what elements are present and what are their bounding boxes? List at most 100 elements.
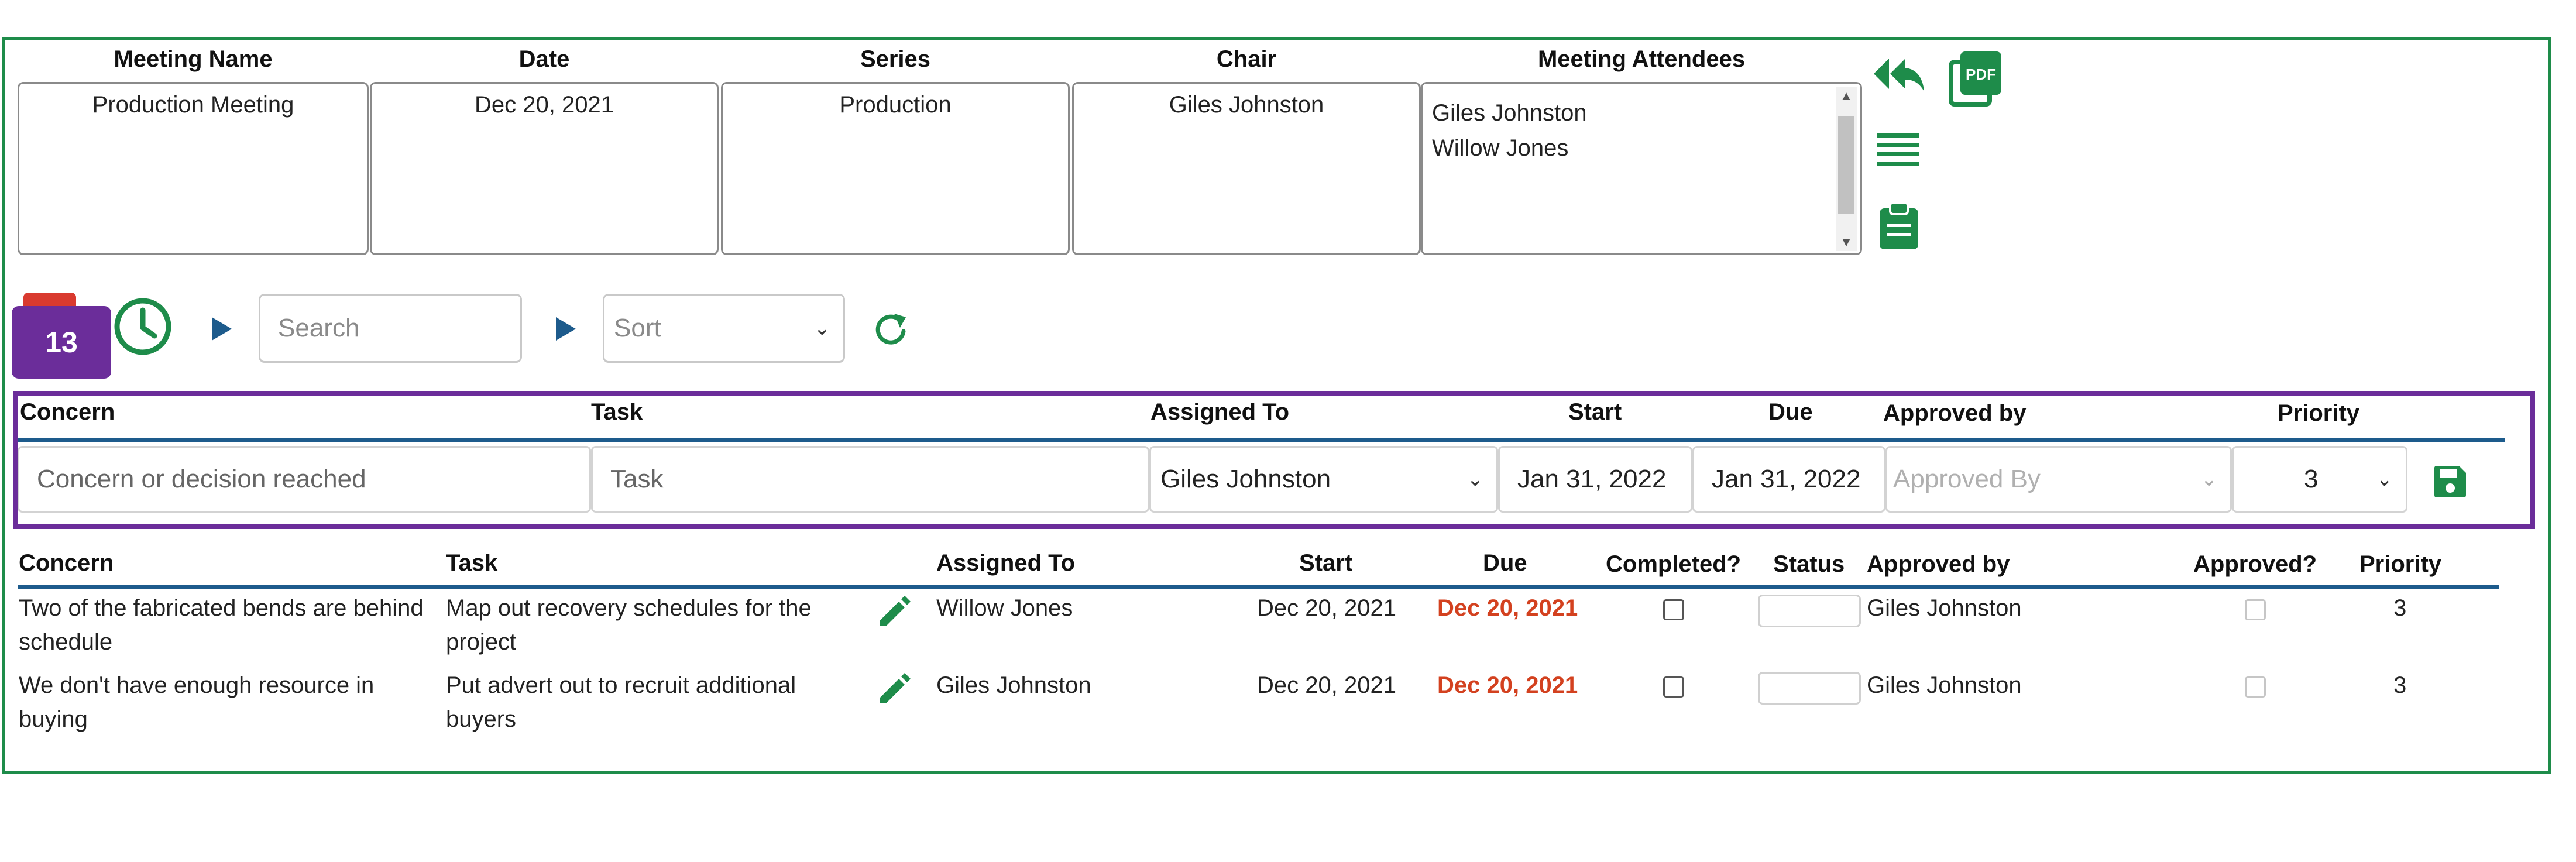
row-status-input[interactable] (1758, 595, 1861, 627)
edit-pencil-icon[interactable] (877, 595, 912, 630)
chevron-down-icon: ⌄ (813, 317, 831, 339)
approved-by-placeholder: Approved By (1893, 465, 2041, 493)
reply-all-icon[interactable] (1871, 54, 1925, 96)
row-due: Dec 20, 2021 (1437, 595, 1578, 621)
refresh-icon[interactable] (873, 311, 911, 349)
row-completed-checkbox[interactable] (1663, 676, 1684, 698)
concern-input[interactable]: Concern or decision reached (18, 446, 591, 513)
entry-header-rule (18, 438, 2505, 442)
due-date-value: Jan 31, 2022 (1712, 465, 1861, 493)
scroll-thumb[interactable] (1838, 116, 1854, 214)
date-label: Date (518, 46, 570, 72)
list-icon[interactable] (1876, 132, 1921, 167)
attendees-scrollbar[interactable]: ▲ ▼ (1836, 87, 1857, 251)
entry-concern-header: Concern (20, 399, 115, 425)
assigned-to-value: Giles Johnston (1160, 465, 1331, 493)
list-task-header: Task (446, 550, 498, 576)
row-approved-checkbox (2245, 599, 2266, 620)
list-approved-header: Approved? (2193, 551, 2317, 577)
row-assigned: Willow Jones (936, 595, 1073, 621)
sort-placeholder: Sort (614, 314, 661, 342)
clipboard-icon[interactable] (1878, 201, 1919, 250)
row-task-line: buyers (446, 706, 517, 732)
priority-select[interactable]: 3 ⌄ (2232, 446, 2407, 513)
start-date-value: Jan 31, 2022 (1517, 465, 1667, 493)
row-completed-checkbox[interactable] (1663, 599, 1684, 620)
assigned-to-select[interactable]: Giles Johnston ⌄ (1149, 446, 1498, 513)
attendee-item[interactable]: Willow Jones (1432, 135, 1569, 161)
list-priority-header: Priority (2359, 551, 2442, 577)
list-status-header: Status (1773, 551, 1845, 577)
row-start: Dec 20, 2021 (1257, 595, 1396, 621)
list-completed-header: Completed? (1606, 551, 1742, 577)
series-label: Series (860, 46, 931, 72)
edit-pencil-icon[interactable] (877, 672, 912, 707)
row-concern-line: Two of the fabricated bends are behind (19, 595, 424, 621)
row-concern-line: schedule (19, 629, 113, 655)
approved-by-select[interactable]: Approved By ⌄ (1885, 446, 2232, 513)
due-date-input[interactable]: Jan 31, 2022 (1692, 446, 1885, 513)
entry-approved-by-header: Approved by (1883, 400, 2027, 426)
new-task-form (13, 391, 2535, 529)
search-placeholder: Search (278, 314, 360, 342)
play-icon-search[interactable] (209, 316, 233, 342)
concern-placeholder: Concern or decision reached (37, 465, 366, 493)
meeting-name-field[interactable]: Production Meeting (18, 82, 369, 255)
svg-text:PDF: PDF (1966, 66, 1996, 83)
row-status-input[interactable] (1758, 672, 1861, 705)
list-assigned-header: Assigned To (936, 550, 1076, 576)
list-concern-header: Concern (19, 550, 114, 576)
clock-icon[interactable] (112, 296, 173, 357)
row-concern-line: We don't have enough resource in (19, 672, 375, 698)
pdf-icon[interactable]: PDF (1949, 50, 2003, 107)
row-approved-checkbox (2245, 676, 2266, 698)
list-start-header: Start (1299, 550, 1353, 576)
task-placeholder: Task (610, 465, 664, 493)
chair-field[interactable]: Giles Johnston (1072, 82, 1421, 255)
row-priority: 3 (2393, 595, 2407, 621)
entry-task-header: Task (591, 399, 643, 425)
meeting-panel (2, 37, 2551, 774)
attendee-item[interactable]: Giles Johnston (1432, 100, 1587, 126)
task-input[interactable]: Task (591, 446, 1149, 513)
row-concern: Two of the fabricated bends are behind s… (19, 591, 424, 659)
scroll-down-icon[interactable]: ▼ (1840, 235, 1853, 249)
row-task-line: Map out recovery schedules for the (446, 595, 812, 621)
search-input[interactable]: Search (259, 294, 522, 363)
list-header-rule (18, 585, 2499, 589)
list-due-header: Due (1483, 550, 1527, 576)
row-approved-by: Giles Johnston (1867, 595, 2022, 621)
entry-assigned-header: Assigned To (1150, 399, 1290, 425)
start-date-input[interactable]: Jan 31, 2022 (1498, 446, 1692, 513)
entry-due-header: Due (1768, 399, 1813, 425)
row-start: Dec 20, 2021 (1257, 672, 1396, 698)
row-approved-by: Giles Johnston (1867, 672, 2022, 698)
chair-label: Chair (1216, 46, 1277, 72)
series-field[interactable]: Production (721, 82, 1070, 255)
chevron-down-icon: ⌄ (2200, 468, 2218, 490)
entry-start-header: Start (1568, 399, 1622, 425)
row-task: Put advert out to recruit additional buy… (446, 668, 796, 736)
row-task-line: project (446, 629, 517, 655)
play-icon-sort[interactable] (554, 316, 577, 342)
save-icon[interactable] (2432, 463, 2468, 500)
scroll-up-icon[interactable]: ▲ (1840, 88, 1853, 103)
chevron-down-icon: ⌄ (1466, 468, 1484, 490)
attendees-label: Meeting Attendees (1537, 46, 1746, 72)
row-concern-line: buying (19, 706, 88, 732)
count-badge: 13 (12, 306, 111, 379)
meeting-name-label: Meeting Name (114, 46, 273, 72)
sort-select[interactable]: Sort ⌄ (603, 294, 845, 363)
list-approved-by-header: Approved by (1867, 551, 2010, 577)
row-due: Dec 20, 2021 (1437, 672, 1578, 698)
row-task-line: Put advert out to recruit additional (446, 672, 796, 698)
chevron-down-icon: ⌄ (2376, 468, 2393, 490)
row-task: Map out recovery schedules for the proje… (446, 591, 812, 659)
row-assigned: Giles Johnston (936, 672, 1091, 698)
priority-value: 3 (2304, 465, 2319, 493)
row-priority: 3 (2393, 672, 2407, 698)
row-concern: We don't have enough resource in buying (19, 668, 374, 736)
date-field[interactable]: Dec 20, 2021 (370, 82, 719, 255)
